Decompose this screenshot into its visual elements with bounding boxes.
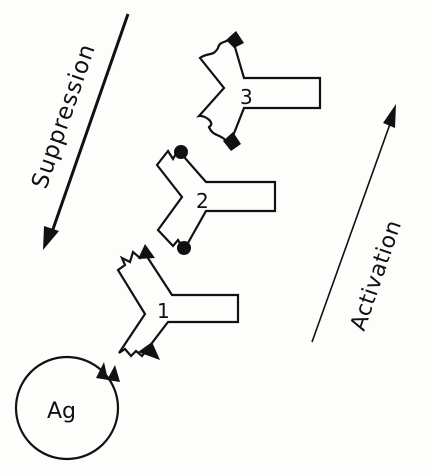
suppression-arrow [43,13,130,250]
antibody-2-upper-marker [174,145,188,159]
antibody-1-upper-marker [138,244,155,259]
antibody-3-lower-marker [223,132,241,151]
antibody-1: 1 [116,244,240,360]
antigen-circle [14,355,120,461]
antibody-3: 3 [196,31,322,151]
activation-label: Activation [346,217,407,334]
antigen-epitope-triangle [96,362,108,380]
antibody-1-number: 1 [157,299,170,323]
antibody-2-lower-marker [177,241,191,255]
activation-arrow [311,104,396,343]
antibody-2: 2 [155,145,277,255]
antigen: Ag [14,355,120,461]
antigen-epitope-triangle [107,365,120,382]
antibody-1-lower-marker [138,342,160,360]
antibody-2-number: 2 [196,189,209,213]
antibody-3-upper-marker [226,31,244,48]
antigen-label: Ag [47,399,76,424]
suppression-label: Suppression [27,40,101,192]
antibody-3-number: 3 [240,85,253,109]
